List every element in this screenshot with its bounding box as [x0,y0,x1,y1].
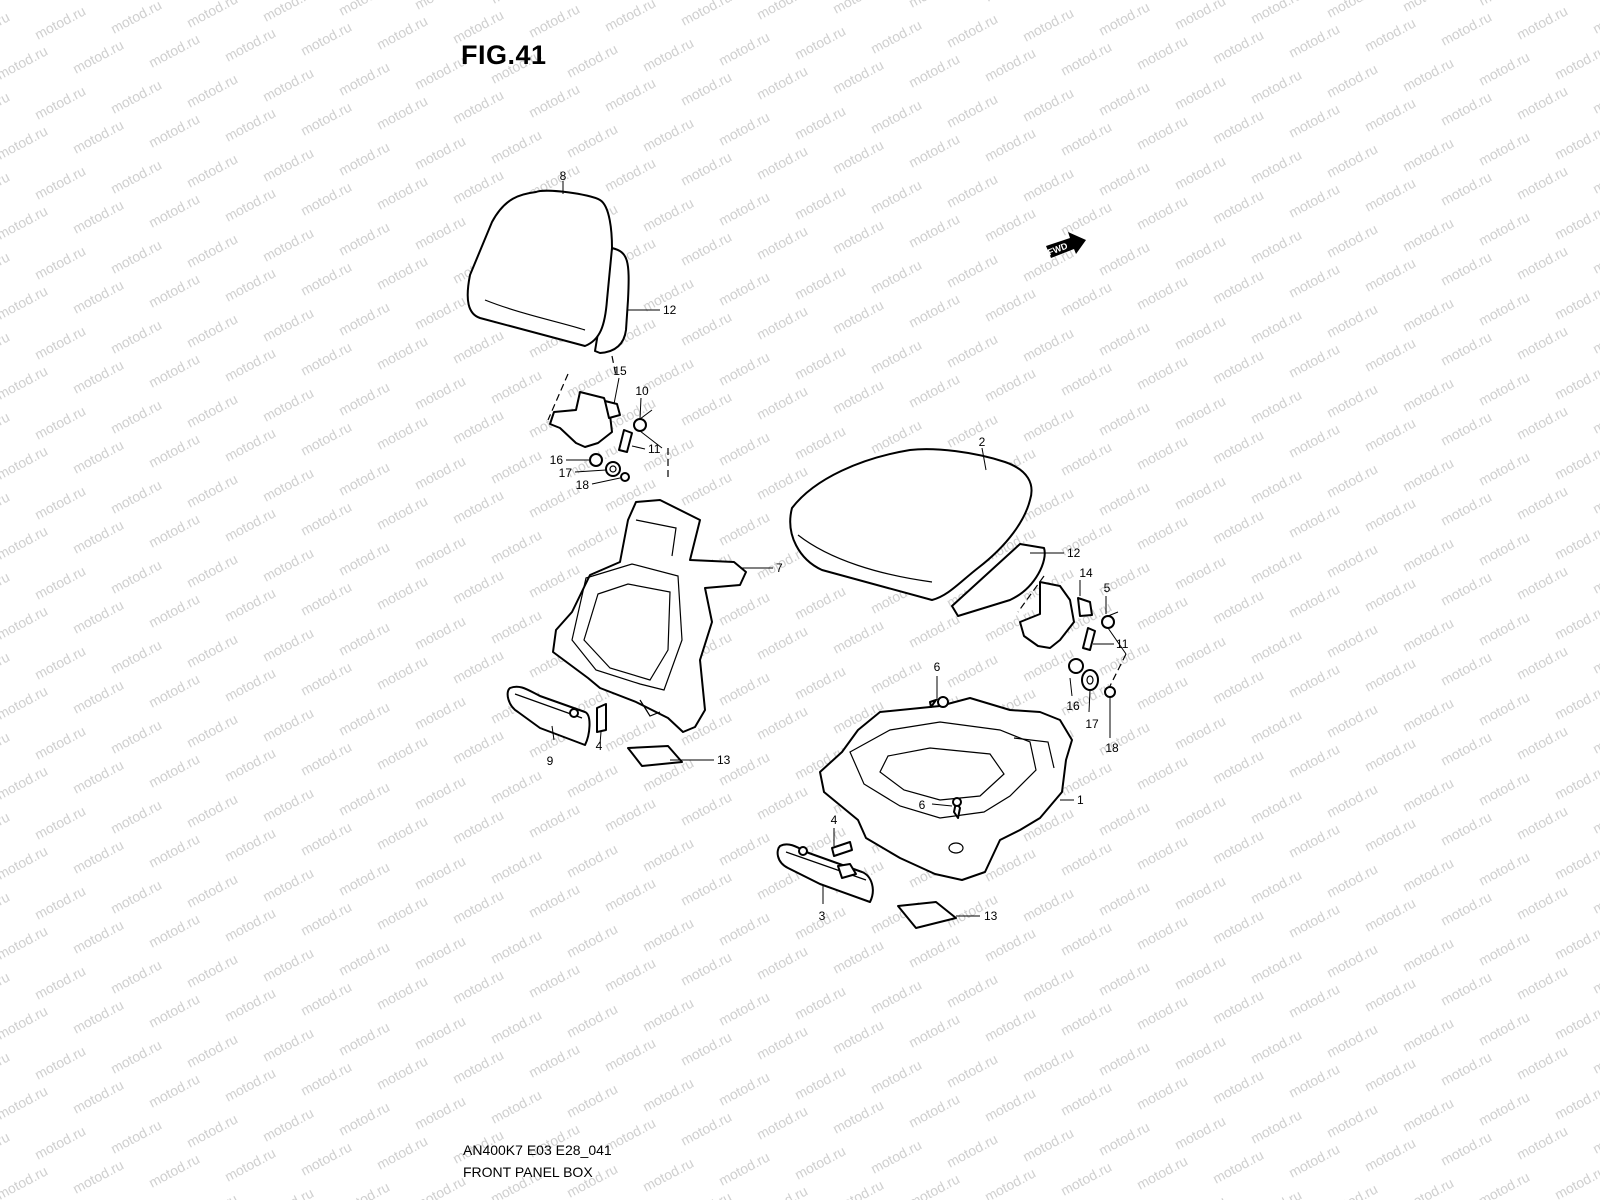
callout-5: 5 [1104,581,1111,595]
callout-17-left: 17 [559,466,573,480]
screw-part-4-left [569,703,607,733]
callout-13-right: 13 [984,909,998,923]
pad-part-13-left [627,745,683,767]
callout-2: 2 [979,435,986,449]
callout-16-right: 16 [1066,699,1080,713]
callout-12-left: 12 [663,303,677,317]
callout-1: 1 [1077,793,1084,807]
callout-8: 8 [560,169,567,183]
callout-6-top: 6 [934,660,941,674]
front-panel-box-part-1 [819,696,1073,881]
figure-title: FIG.41 [461,40,547,70]
callout-4-left: 4 [596,739,603,753]
callout-11-left: 11 [648,442,661,456]
callout-7: 7 [776,561,783,575]
fwd-direction-badge: FWD [1046,232,1086,258]
callout-17-right: 17 [1085,717,1099,731]
drawing-code: AN400K7 E03 E28_041 [463,1142,612,1158]
leader-lines [551,181,1114,917]
arrow-right-icon [1046,232,1086,258]
pad-part-13-right [897,901,957,929]
callout-15: 15 [613,364,627,378]
callout-6-bottom: 6 [919,798,926,812]
callout-13-left: 13 [717,753,731,767]
callout-12-right: 12 [1067,546,1081,560]
screw-part-4-right [831,841,853,857]
callout-4-right: 4 [831,813,838,827]
callout-numbers: 8 12 15 10 11 16 17 18 7 9 4 13 2 12 14 … [547,169,1129,923]
lid-part-2 [789,448,1046,617]
callout-10: 10 [635,384,649,398]
callout-9: 9 [547,754,554,768]
callout-11-right: 11 [1116,637,1129,651]
lid-part-8 [466,189,630,354]
cover-part-3 [776,843,874,903]
front-panel-box-part-7 [552,499,747,733]
diagram-caption: FRONT PANEL BOX [463,1164,593,1180]
callout-18-right: 18 [1105,741,1119,755]
callout-18-left: 18 [576,478,590,492]
callout-14: 14 [1079,566,1093,580]
callout-16-left: 16 [550,453,564,467]
hinge-assembly-left [547,355,669,482]
callout-3: 3 [819,909,826,923]
